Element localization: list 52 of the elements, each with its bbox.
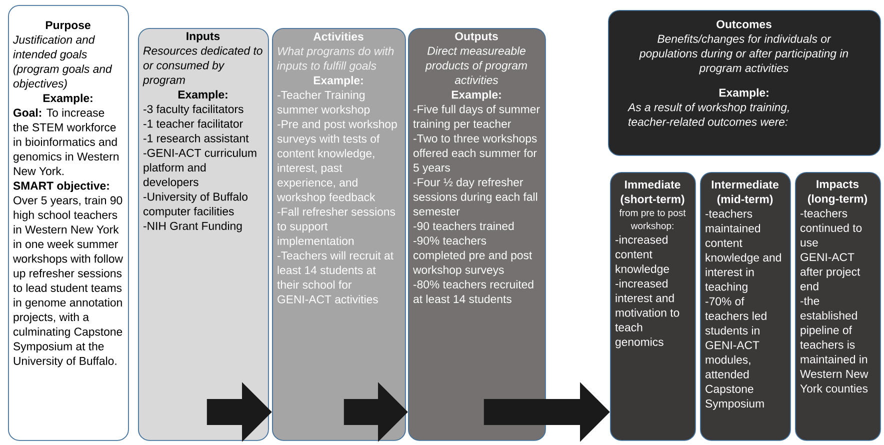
body-text: -1 research assistant — [144, 134, 249, 142]
body-text: -the established pipeline of teachers is maintained in Western New York counties — [800, 296, 868, 393]
column-box — [610, 172, 696, 441]
body-text: -90 teachers trained — [414, 222, 514, 230]
column-box — [795, 172, 881, 441]
box-heading: Outcomes — [716, 20, 772, 28]
box-heading: Activities — [313, 32, 364, 41]
example-heading: Example: — [43, 94, 92, 104]
example-heading: Example: — [719, 88, 768, 99]
body-text: -70% of teachers led students in GENI-ACT modules, attended Capstone Symposium — [705, 297, 766, 410]
column-box — [138, 28, 269, 441]
body-text: SMART objective: Over 5 years, train 90 high school teachers in Western New York in one week summer workshops with follow up refresher sessions to lead student teams in genome annotation projects, with a culminating Capstone Symposium at the University of Buffalo. — [12, 181, 123, 368]
body-text: -University of Buffalo computer facilities — [144, 192, 248, 218]
box-heading: Inputs — [186, 32, 220, 42]
body-text: -teachers maintained content knowledge and interest in teaching — [705, 209, 781, 294]
example-heading: Example: — [314, 76, 363, 87]
column-box — [408, 28, 546, 441]
description: Direct measureable products of program activities — [425, 46, 527, 84]
description: Resources dedicated to or consumed by program — [142, 46, 262, 86]
body-text: -Teachers will recruit at least 14 students at their school for GENI-ACT activities — [277, 251, 394, 304]
body-text: -increased interest and motivation to teach genomics — [615, 279, 680, 348]
body-text: -teachers continued to use GENI-ACT after project end — [800, 208, 862, 290]
box-heading: Intermediate (mid-term) — [712, 180, 778, 206]
column-box — [8, 5, 129, 441]
body-text: -Five full days of summer training per teacher — [413, 104, 540, 130]
body-text: -1 teacher facilitator — [144, 119, 243, 128]
example-text: As a result of workshop training, teacher-related outcomes were: — [627, 102, 789, 126]
example-heading: Example: — [178, 90, 228, 101]
body-text: -Four ½ day refresher sessions during each fall semester — [413, 178, 538, 216]
column-box — [608, 10, 881, 156]
description: What programs do with inputs to fulfill goals — [277, 46, 394, 72]
column-box — [272, 28, 406, 441]
box-heading: Outputs — [455, 32, 498, 43]
body-text: -80% teachers recruited at least 14 students — [414, 280, 534, 304]
body-text: -Pre and post workshop surveys with tests of content knowledge, interest, past experience, and workshop feedback — [277, 120, 397, 204]
description: Justification and intended goals (program goals and objectives) — [12, 35, 112, 90]
column-box — [700, 172, 791, 441]
box-heading: Immediate (short-term) — [620, 180, 684, 206]
note-text: from pre to post workshop: — [619, 209, 686, 232]
example-heading: Example: — [452, 90, 501, 101]
body-text: -90% teachers completed pre and post workshop surveys — [413, 236, 532, 276]
body-text: -GENI-ACT curriculum platform and developers — [144, 148, 256, 188]
box-heading: Purpose — [46, 21, 90, 32]
body-text: Goal: To increase the STEM workforce in bioinformatics and genomics in Western New York. — [13, 108, 118, 176]
description: Benefits/changes for individuals or populations during or after participating in program activities — [639, 34, 848, 74]
body-text: -Fall refresher sessions to support implementation — [277, 207, 396, 248]
box-heading: Impacts (long-term) — [808, 180, 868, 206]
body-text: -3 faculty facilitators — [144, 104, 244, 116]
body-text: -Teacher Training summer workshop — [277, 90, 370, 116]
body-text: -NIH Grant Funding — [144, 222, 242, 232]
body-text: -increased content knowledge — [616, 235, 669, 276]
body-text: -Two to three workshops offered each summer for 5 years — [413, 134, 537, 174]
